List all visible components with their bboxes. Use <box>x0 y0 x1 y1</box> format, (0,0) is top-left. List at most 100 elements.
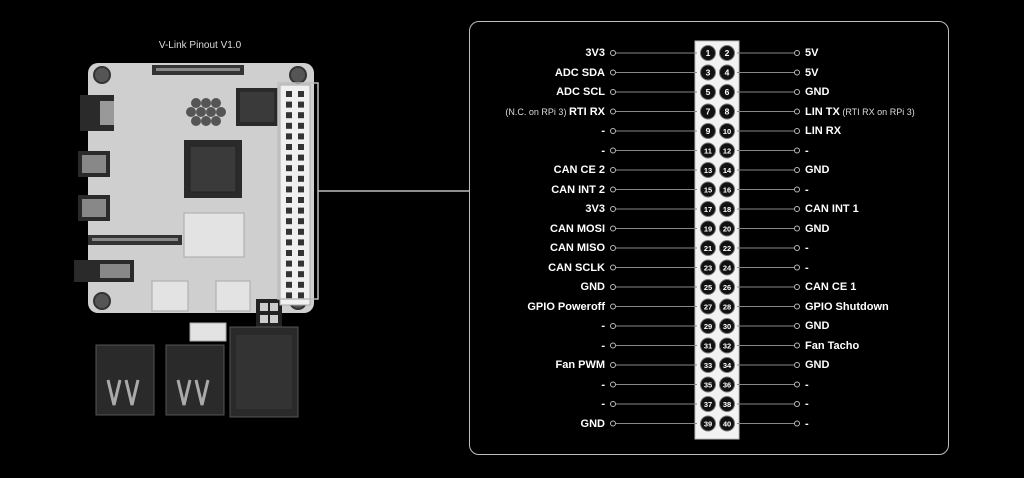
pin-label-right: LIN TX (RTI RX on RPi 3) <box>805 105 915 119</box>
gpio-pin <box>298 239 304 246</box>
pin-number: 30 <box>723 322 731 331</box>
pin-number: 24 <box>723 264 732 273</box>
pin-leader-end <box>610 128 616 134</box>
pin-label-left: CAN MOSI <box>550 222 605 236</box>
pin-leader-end <box>794 69 800 76</box>
pin-number: 36 <box>723 381 731 390</box>
pin-leader-end <box>610 342 616 349</box>
pin-circle <box>700 84 716 100</box>
pin-label-left: - <box>601 339 605 353</box>
pin-circle <box>700 357 716 373</box>
pin-number: 17 <box>704 205 712 214</box>
pin-circle <box>700 259 716 276</box>
pin-number: 25 <box>704 283 712 292</box>
pin-circle <box>700 45 716 61</box>
gpio-pin <box>286 260 292 267</box>
pin-function: 3V3 <box>585 47 605 59</box>
pin-circle <box>700 103 716 120</box>
pin-circle <box>719 396 735 412</box>
gpio-pin <box>298 271 304 278</box>
pin-number: 15 <box>704 186 712 195</box>
pin-label-right: GND <box>805 358 829 372</box>
pin-leader-end <box>610 381 616 388</box>
pin-function: - <box>805 242 809 254</box>
pin-label-left: GND <box>581 417 605 431</box>
pin-function: - <box>805 183 809 196</box>
pin-number: 39 <box>704 420 712 429</box>
pin-circle <box>719 240 735 256</box>
pin-leader-end <box>610 167 616 173</box>
pin-function: CAN CE 1 <box>805 281 857 293</box>
pin-leader-end <box>794 342 800 349</box>
gpio-pin <box>298 91 304 97</box>
pin-number: 2 <box>725 48 730 58</box>
pin-number: 12 <box>723 147 731 156</box>
pin-number: 37 <box>704 400 712 409</box>
gpio-pin <box>286 133 292 140</box>
gpio-pin <box>298 250 304 256</box>
pin-number: 19 <box>704 225 712 234</box>
pin-label-left: - <box>601 397 605 411</box>
pin-label-left: 3V3 <box>585 202 605 216</box>
pin-label-left: - <box>601 144 605 158</box>
pin-number: 1 <box>706 48 711 58</box>
gpio-pin <box>286 144 292 150</box>
pin-function: GND <box>580 281 605 293</box>
pin-leader-end <box>794 245 800 251</box>
pin-leader-end <box>794 108 800 115</box>
pin-number: 21 <box>704 244 712 253</box>
pin-number: 16 <box>723 186 731 195</box>
pin-leader-end <box>794 186 800 193</box>
gpio-pin <box>286 91 292 97</box>
gpio-pin <box>286 165 292 172</box>
pin-label-left: GND <box>581 280 605 294</box>
pin-leader-end <box>794 206 800 212</box>
pin-function: - <box>805 398 809 410</box>
pin-function: - <box>601 378 605 391</box>
pin-circle <box>700 298 716 315</box>
pin-leader-end <box>610 50 616 56</box>
pin-function: - <box>805 417 809 430</box>
pin-label-right: LIN RX <box>805 124 841 138</box>
pin-circle <box>700 318 716 334</box>
pin-number: 20 <box>723 225 731 234</box>
pin-function: RTI RX <box>568 105 605 118</box>
pin-number: 8 <box>725 107 730 117</box>
pin-leader-end <box>794 303 800 310</box>
gpio-pin <box>298 197 304 203</box>
pin-label-left: CAN CE 2 <box>554 163 605 177</box>
pin-circle <box>719 357 735 373</box>
pin-circle <box>700 162 716 178</box>
pin-circle <box>719 162 735 178</box>
pin-circle <box>719 103 735 120</box>
pin-note: (N.C. on RPi 3) <box>505 106 569 117</box>
pin-label-left: GPIO Poweroff <box>527 300 605 314</box>
gpio-pin <box>298 165 304 172</box>
pin-function: LIN TX <box>805 105 840 118</box>
pin-function: Fan Tacho <box>805 339 860 352</box>
pin-function: GND <box>805 320 830 332</box>
gpio-pin <box>298 175 304 182</box>
pin-leader-end <box>794 381 800 388</box>
gpio-pin <box>286 154 292 161</box>
pin-label-right: CAN INT 1 <box>805 202 859 216</box>
pin-leader-end <box>610 245 616 251</box>
gpio-pin <box>286 207 292 214</box>
gpio-header <box>279 84 311 306</box>
gpio-pin <box>286 197 292 203</box>
pin-function: GND <box>805 222 830 235</box>
pin-number: 23 <box>704 264 712 273</box>
pin-label-right: GND <box>805 222 829 236</box>
pin-leader-end <box>794 128 800 134</box>
pin-circle <box>719 84 735 100</box>
gpio-pin <box>286 250 292 256</box>
pin-circle <box>700 142 716 159</box>
pin-number: 3 <box>706 68 711 78</box>
pin-leader-end <box>610 69 616 76</box>
pin-label-right: - <box>805 241 809 255</box>
pin-circle <box>719 201 735 217</box>
pin-label-left: - <box>601 378 605 392</box>
pin-label-right: - <box>805 378 809 392</box>
pin-leader-end <box>794 284 800 290</box>
pin-function: - <box>601 339 605 352</box>
